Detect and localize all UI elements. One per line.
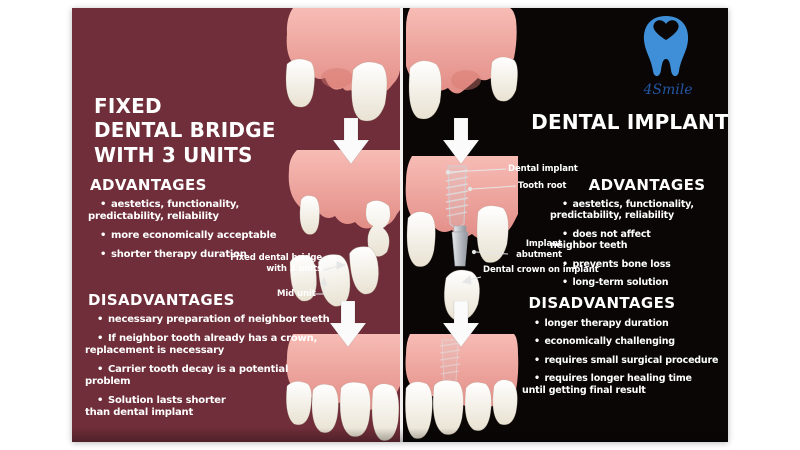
bridge-advantages-list: aestetics, functionality, predictability… (88, 199, 350, 268)
list-item: aestetics, functionality, predictability… (88, 199, 260, 223)
bottom-shadow (72, 428, 728, 442)
bridge-title-line2: DENTAL BRIDGE (94, 118, 276, 143)
implant-title: DENTAL IMPLANT (531, 110, 728, 134)
list-item: prevents bone loss (550, 259, 722, 270)
bridge-title: FIXED DENTAL BRIDGE WITH 3 UNITS (94, 94, 276, 167)
mid-unit-label: Mid unit (277, 289, 316, 299)
down-arrow-icon (443, 301, 479, 347)
implant-disadvantages-heading: DISADVANTAGES (528, 294, 676, 312)
list-item: does not affect neighbor teeth (550, 229, 655, 252)
implant-screw (445, 165, 469, 228)
list-item: necessary preparation of neighbor teeth (85, 314, 353, 326)
implant-advantages-heading: ADVANTAGES (588, 176, 706, 194)
bridge-callout-label: Fixed dental bridge with 3 units (230, 253, 322, 274)
list-item: aestetics, functionality, predictability… (550, 199, 715, 222)
bridge-advantages-heading: ADVANTAGES (90, 176, 207, 194)
tooth-root-label: Tooth root (518, 181, 567, 191)
list-item: economically challenging (522, 336, 724, 347)
brand-name: 4Smile (643, 82, 693, 98)
bridge-callout-line2: with 3 units (266, 263, 322, 274)
bridge-disadvantages-list: necessary preparation of neighbor teeth … (85, 314, 353, 426)
implant-abutment-label: Implant abutment (516, 239, 562, 260)
illustration-implant-step2-implant-placement (405, 156, 518, 321)
implant-abutment (451, 225, 469, 267)
list-item: If neighbor tooth already has a crown, r… (85, 333, 331, 357)
list-item: longer therapy duration (522, 318, 724, 329)
bridge-callout-line1: Fixed dental bridge (230, 253, 322, 263)
list-item: requires longer healing time until getti… (522, 373, 702, 396)
list-item: more economically acceptable (88, 230, 350, 242)
bridge-title-line1: FIXED (94, 94, 162, 118)
implant-disadvantages-list: longer therapy duration economically cha… (522, 318, 724, 403)
list-item: requires small surgical procedure (522, 355, 724, 366)
bridge-disadvantages-heading: DISADVANTAGES (88, 291, 235, 309)
down-arrow-icon (333, 118, 369, 164)
list-item: long-term solution (550, 277, 722, 288)
4smile-tooth-logo-icon (643, 16, 689, 77)
illustration-implant-step3-final (405, 334, 519, 439)
illustration-bridge-step1-missing-tooth (285, 8, 400, 122)
list-item: Solution lasts shorter than dental impla… (85, 395, 237, 419)
bridge-title-line3: WITH 3 UNITS (94, 142, 253, 167)
illustration-implant-step1-missing-tooth (406, 8, 518, 120)
panel-divider (400, 8, 403, 442)
list-item: Carrier tooth decay is a potential probl… (85, 364, 303, 388)
down-arrow-icon (443, 118, 479, 164)
dental-comparison-poster: FIXED DENTAL BRIDGE WITH 3 UNITS ADVANTA… (72, 8, 728, 442)
implant-advantages-list: aestetics, functionality, predictability… (550, 199, 722, 295)
list-item: shorter therapy duration (88, 249, 350, 261)
dental-implant-label: Dental implant (508, 164, 578, 174)
dental-crown-label: Dental crown on implant (483, 265, 599, 275)
